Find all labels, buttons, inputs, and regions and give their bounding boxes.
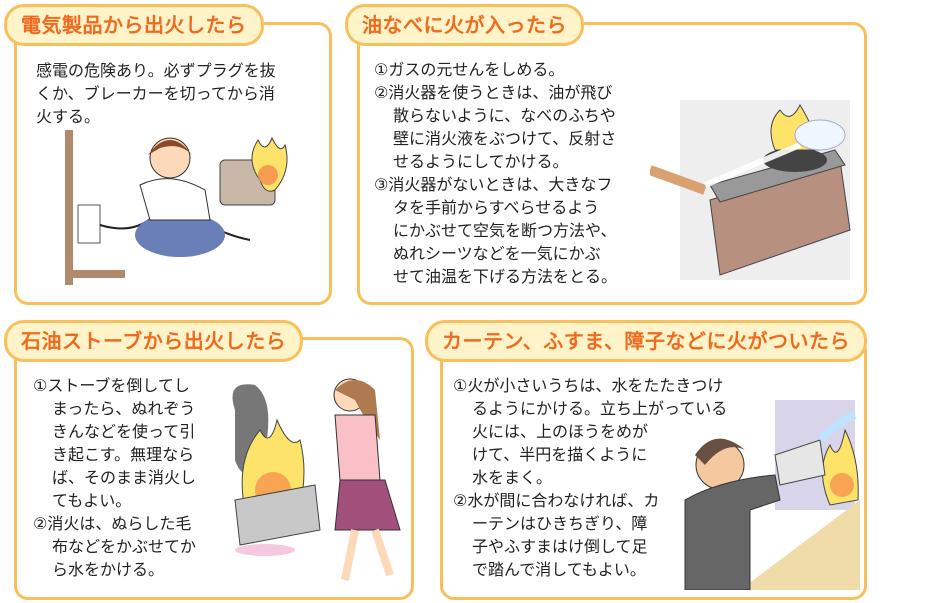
text-line: ば、そのまま消火し [52,468,197,487]
person-body [684,474,781,590]
text-line: で踏んで消してもよい。 [472,560,646,579]
arm [650,165,707,195]
text-line: き起こす。無理なら [52,445,195,464]
text-line: 火する。 [36,107,101,126]
text-line: せるようにしてかける。 [393,152,569,171]
panel-curtain-text: ①火が小さいうちは、水をたたきつけ るようにかける。立ち上がっている 火には、上… [453,374,727,581]
text-line: 感電の危険あり。必ずプラグを抜 [36,61,276,80]
stove-icon [234,484,321,546]
electrical-fire-illustration [65,130,288,285]
text-line: まったら、ぬれぞう [52,399,196,418]
panel-electrical-text: 感電の危険あり。必ずプラグを抜 くか、ブレーカーを切ってから消 火する。 [36,59,276,128]
text-line: 火には、上のほうをめが [472,422,649,441]
text-line: ーテンはひきちぎり、障 [472,514,648,533]
text-line: 布などをかぶせてか [52,537,197,556]
panel-kerosene-stove-title: 石油ストーブから出火したら [4,320,304,362]
panel-electrical-title: 電気製品から出火したら [4,4,264,46]
text-line: ①ガスの元せんをしめる。 [374,60,565,79]
spilled-oil [235,544,295,556]
bucket-icon [774,439,826,486]
outlet-icon [77,204,101,244]
text-line: てもよい。 [52,491,132,510]
text-line: くか、ブレーカーを切ってから消 [36,84,275,103]
floor [740,500,860,590]
panel-oil-pan-title: 油なべに火が入ったら [345,4,584,46]
text-line: きんなどを使って引 [52,422,196,441]
pan-icon [763,148,827,172]
extinguisher-spray [703,142,802,188]
text-line: るようにかける。立ち上がっている [472,399,728,418]
kerosene-stove-illustration [232,378,401,581]
text-line: タを手前からすべらせるよう [393,198,600,217]
panel-kerosene-stove-text: ①ストーブを倒してし まったら、ぬれぞう きんなどを使って引 き起こす。無理なら… [33,374,196,581]
text-line: ①火が小さいうちは、水をたたきつけ [453,376,724,395]
text-line: ぬれシーツなどを一気にかぶ [393,244,601,263]
text-line: せて油温を下げる方法をとる。 [393,267,618,286]
text-line: 壁に消火液をぶつけて、反射さ [393,129,617,148]
text-line: にかぶせて空気を断つ方法や、 [393,221,617,240]
person-legs [135,213,225,257]
text-line: ③消火器がないときは、大きなフ [374,175,613,194]
text-line: ら水をかける。 [52,560,165,579]
text-line: 子やふすまはけ倒して足 [472,537,648,556]
oil-pan-fire-illustration [650,100,851,280]
text-line: 水をまく。 [472,468,553,487]
text-line: けて、半円を描くように [472,445,648,464]
panel-curtain-title: カーテン、ふすま、障子などに火がついたら [425,320,867,362]
wall-edge [65,130,73,285]
text-line: ②水が間に合わなければ、カ [453,491,660,510]
skirt [334,479,401,531]
text-line: ②消火は、ぬらした毛 [33,514,192,533]
text-line: ②消火器を使うときは、油が飛び [374,83,613,102]
text-line: ①ストーブを倒してし [33,376,190,395]
curtain-fire-illustration [684,400,860,590]
water-splash [817,411,857,443]
panel-oil-pan-text: ①ガスの元せんをしめる。 ②消火器を使うときは、油が飛び 散らないように、なべの… [374,58,617,288]
text-line: 散らないように、なべのふちや [393,106,616,125]
